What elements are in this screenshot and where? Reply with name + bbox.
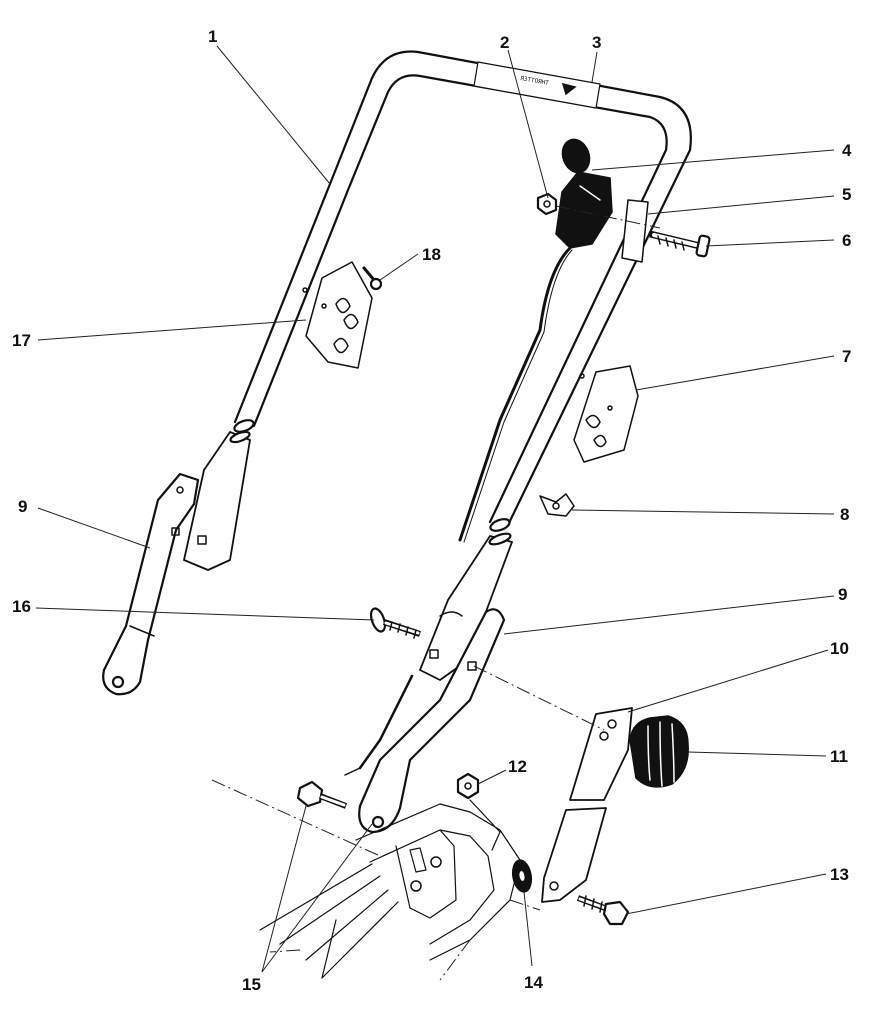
clip-screw — [362, 266, 383, 291]
callout-1: 1 — [208, 27, 217, 46]
adjust-knob — [629, 715, 689, 788]
hex-nut — [456, 772, 480, 800]
callout-15: 15 — [242, 975, 261, 994]
callout-5: 5 — [842, 185, 851, 204]
callout-18: 18 — [422, 245, 441, 264]
callout-13: 13 — [830, 865, 849, 884]
height-adjust-bracket — [541, 707, 633, 903]
callout-labels: 1 2 3 4 5 6 7 8 9 9 10 11 12 13 14 15 16… — [12, 27, 852, 994]
handle-decal: ЯЗТТОЯНТ — [473, 61, 601, 109]
throttle-cable — [344, 246, 573, 776]
throttle-nut — [536, 192, 558, 216]
upper-handle — [233, 50, 692, 532]
callout-12: 12 — [508, 757, 527, 776]
callout-2: 2 — [500, 33, 509, 52]
decal-text: ЯЗТТОЯНТ — [520, 75, 550, 87]
cable-clip-right — [573, 365, 639, 463]
callout-11: 11 — [830, 747, 848, 766]
callout-9-left: 9 — [18, 497, 27, 516]
callout-3: 3 — [592, 33, 601, 52]
lower-handle-left — [102, 472, 200, 696]
leader-lines — [35, 45, 835, 973]
callout-4: 4 — [842, 141, 852, 160]
right-tube-stub — [419, 532, 513, 681]
callout-10: 10 — [830, 639, 849, 658]
callout-7: 7 — [842, 347, 851, 366]
deck-mount — [211, 779, 541, 981]
cable-clip-left — [302, 261, 373, 369]
callout-14: 14 — [524, 973, 543, 992]
throttle-control — [555, 138, 613, 249]
left-tube-stub — [183, 430, 251, 571]
flange-bolt — [576, 895, 630, 926]
wing-nut — [539, 493, 575, 517]
callout-17: 17 — [12, 331, 31, 350]
callout-9-right: 9 — [838, 585, 847, 604]
shoulder-bolt — [296, 780, 348, 809]
washer — [511, 859, 533, 893]
control-bracket — [621, 199, 649, 263]
callout-6: 6 — [842, 231, 851, 250]
bracket-screw — [649, 230, 711, 258]
callout-16: 16 — [12, 597, 31, 616]
carriage-bolt — [369, 607, 421, 639]
callout-8: 8 — [840, 505, 849, 524]
